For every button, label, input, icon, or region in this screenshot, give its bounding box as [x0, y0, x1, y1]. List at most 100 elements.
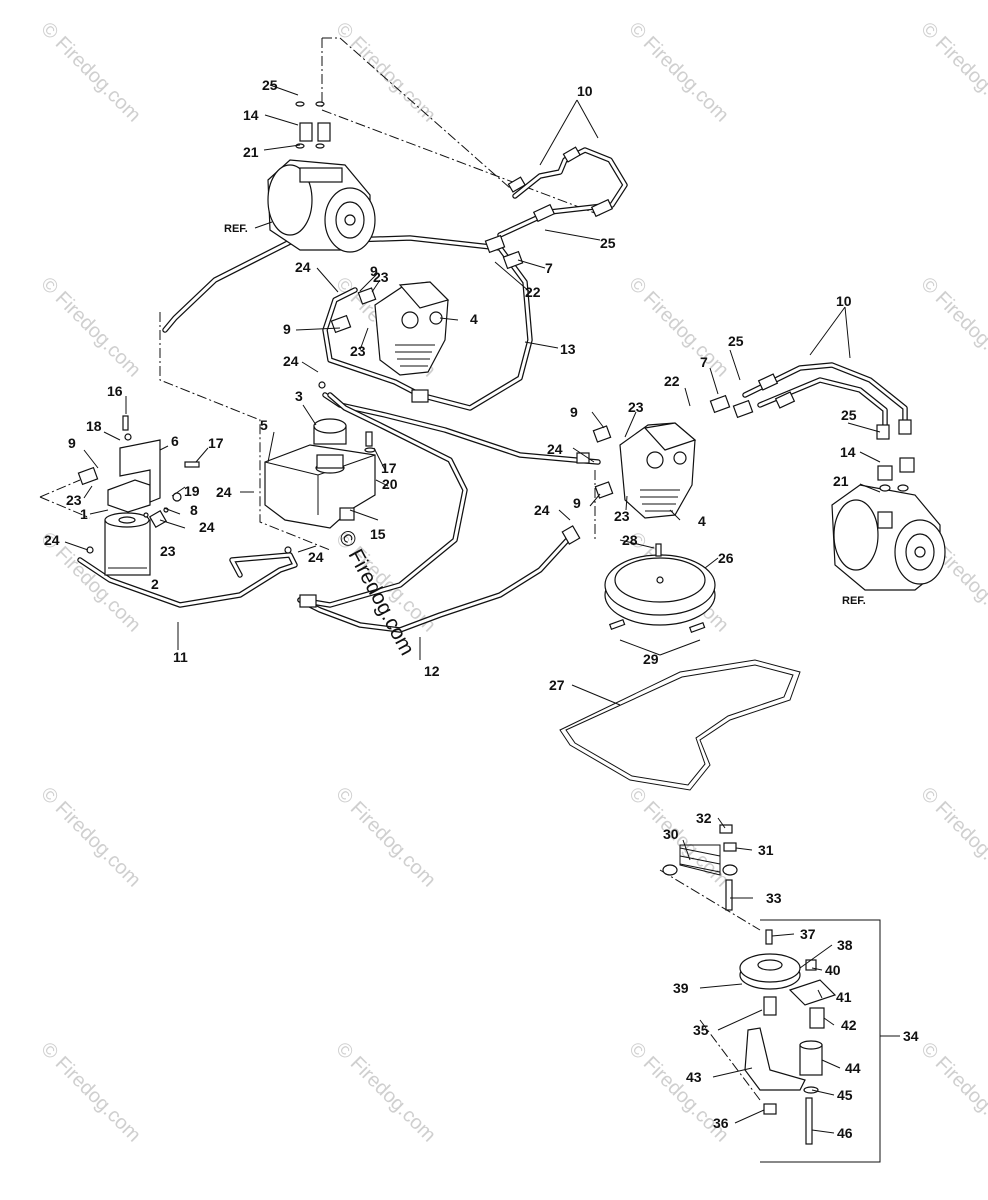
wheel-motor-top-left: [267, 101, 376, 253]
callout-2: 2: [151, 576, 159, 592]
callout-46: 46: [837, 1125, 853, 1141]
callout-21-top: 21: [243, 144, 259, 160]
hydraulic-reservoir: [264, 418, 376, 529]
watermark-text: © Firedog.com: [36, 1038, 145, 1147]
callout-7-right: 7: [700, 354, 708, 370]
callout-9-left: 9: [68, 435, 76, 451]
callout-38: 38: [837, 937, 853, 953]
callout-14-right: 14: [840, 444, 856, 460]
watermark-text: © Firedog.com: [331, 783, 440, 892]
callout-22-top: 22: [525, 284, 541, 300]
callout-labels: 10 25 14 21 REF. 25 7 22 24 9 23 9 23 4 …: [44, 77, 919, 1141]
callout-24-res: 24: [216, 484, 232, 500]
callout-31: 31: [758, 842, 774, 858]
callout-3: 3: [295, 388, 303, 404]
callout-30: 30: [663, 826, 679, 842]
assembly-guide-lines: [39, 37, 761, 1101]
callout-39: 39: [673, 980, 689, 996]
callout-1: 1: [80, 506, 88, 522]
callout-12: 12: [424, 663, 440, 679]
callout-14-top: 14: [243, 107, 259, 123]
drive-pulley: [604, 543, 716, 633]
callout-17-left: 17: [208, 435, 224, 451]
callout-9-lower: 9: [573, 495, 581, 511]
callout-23-lower: 23: [614, 508, 630, 524]
callout-37: 37: [800, 926, 816, 942]
callout-40: 40: [825, 962, 841, 978]
callout-35: 35: [693, 1022, 709, 1038]
callout-23-low: 23: [160, 543, 176, 559]
callout-25-far: 25: [841, 407, 857, 423]
callout-28: 28: [622, 532, 638, 548]
watermark-text: © Firedog.com: [36, 783, 145, 892]
callout-23-mid: 23: [350, 343, 366, 359]
callout-11: 11: [173, 649, 188, 665]
callout-24-mid: 24: [283, 353, 299, 369]
callout-7-top: 7: [545, 260, 553, 276]
callout-13: 13: [560, 341, 576, 357]
callout-8: 8: [190, 502, 198, 518]
callout-36: 36: [713, 1115, 729, 1131]
callout-15: 15: [370, 526, 386, 542]
callout-9-right: 9: [570, 404, 578, 420]
callout-24-filter: 24: [199, 519, 215, 535]
callout-25-top: 25: [262, 77, 278, 93]
watermark-text: © Firedog.com: [916, 1038, 988, 1147]
watermark-text: © Firedog.com: [36, 18, 145, 127]
callout-45: 45: [837, 1087, 853, 1103]
callout-34: 34: [903, 1028, 919, 1044]
watermark-text: © Firedog.com: [36, 273, 145, 382]
callout-24-low: 24: [308, 549, 324, 565]
callout-10-top: 10: [577, 83, 593, 99]
callout-29: 29: [643, 651, 659, 667]
watermark-text: © Firedog.com: [624, 18, 733, 127]
callout-4-upper: 4: [470, 311, 478, 327]
callout-41: 41: [836, 989, 852, 1005]
hose-fittings: [86, 146, 912, 608]
wheel-motor-right: [831, 457, 946, 591]
callout-24-lower: 24: [534, 502, 550, 518]
callout-27: 27: [549, 677, 565, 693]
callout-24-right: 24: [547, 441, 563, 457]
callout-18: 18: [86, 418, 102, 434]
watermark-text: © Firedog.com: [331, 18, 440, 127]
callout-4-right: 4: [698, 513, 706, 529]
callout-21-right: 21: [833, 473, 849, 489]
callout-23-top: 23: [373, 269, 389, 285]
callout-5: 5: [260, 417, 268, 433]
callout-20: 20: [382, 476, 398, 492]
watermark-text: © Firedog.com: [916, 18, 988, 127]
callout-19: 19: [184, 483, 200, 499]
drive-belt: [559, 659, 801, 791]
callout-42: 42: [841, 1017, 857, 1033]
callout-9-top: 9: [370, 263, 378, 279]
hydraulic-pump-right: [592, 422, 697, 519]
leader-lines: [64, 84, 900, 1134]
callout-24-top: 24: [295, 259, 311, 275]
callout-17-right: 17: [381, 460, 397, 476]
callout-9-mid: 9: [283, 321, 291, 337]
callout-32: 32: [696, 810, 712, 826]
callout-26: 26: [718, 550, 734, 566]
watermark-text: © Firedog.com: [624, 273, 733, 382]
callout-24-left: 24: [44, 532, 60, 548]
hydraulic-hoses: [77, 147, 908, 633]
callout-23-filter: 23: [66, 492, 82, 508]
callout-25-right: 25: [728, 333, 744, 349]
callout-10-right: 10: [836, 293, 852, 309]
ref-label-top: REF.: [224, 223, 248, 235]
callout-25-mid: 25: [600, 235, 616, 251]
callout-44: 44: [845, 1060, 861, 1076]
callout-6: 6: [171, 433, 179, 449]
callout-43: 43: [686, 1069, 702, 1085]
idler-assembly: [662, 824, 881, 1163]
callout-33: 33: [766, 890, 782, 906]
watermark-text: © Firedog.com: [916, 783, 988, 892]
callout-23-right: 23: [628, 399, 644, 415]
oil-filter-assembly: [77, 415, 200, 576]
callout-22-right: 22: [664, 373, 680, 389]
callout-16: 16: [107, 383, 123, 399]
watermark-text: © Firedog.com: [331, 1038, 440, 1147]
watermark-text: © Firedog.com: [916, 273, 988, 382]
